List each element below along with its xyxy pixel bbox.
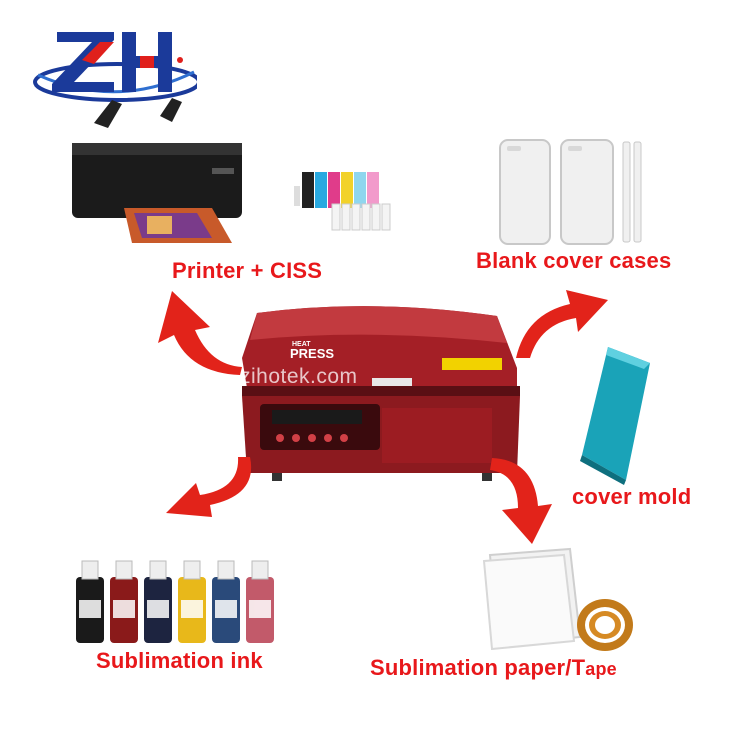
printer-icon (72, 98, 242, 243)
printer-ciss-label: Printer + CISS (172, 258, 323, 283)
brand-line1: HEAT (292, 341, 311, 348)
phone-case-icon (499, 139, 642, 245)
paper-label-tail: ape (585, 659, 617, 679)
watermark: zihotek.com (240, 365, 358, 388)
logo-icon (33, 32, 197, 102)
heat-press-icon: HEAT PRESS (242, 306, 520, 481)
paper-label-main: Sublimation paper/T (370, 655, 586, 680)
tape-icon (577, 599, 633, 651)
ink-bottles-icon (76, 560, 274, 643)
ciss-icon (294, 172, 391, 231)
brand-line2: PRESS (290, 346, 334, 361)
arrow-icon (166, 457, 252, 517)
blank-cover-cases-label: Blank cover cases (476, 248, 672, 273)
arrow-icon (158, 291, 242, 375)
cover-mold-icon (580, 347, 650, 485)
arrow-icon (490, 458, 552, 544)
cover-mold-label: cover mold (572, 484, 692, 509)
sublimation-paper-tape-label: Sublimation paper/Tape (370, 655, 617, 681)
paper-icon (482, 547, 582, 650)
sublimation-ink-label: Sublimation ink (96, 648, 263, 673)
arrow-icon (516, 290, 608, 358)
